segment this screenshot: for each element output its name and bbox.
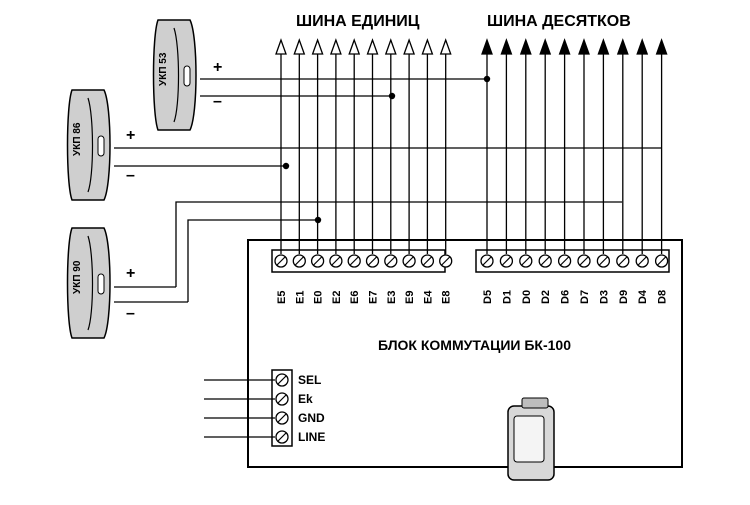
units-bus: E5 E1 E0 E2 E6 E7 E3 E9 E4 E8: [274, 38, 453, 304]
ukp86-minus: –: [126, 167, 135, 184]
tens-terminal-label: D6: [560, 290, 572, 304]
tens-arrow: [500, 38, 513, 55]
handset-ukp53: УКП 53: [152, 19, 197, 131]
units-arrow: [329, 38, 342, 55]
units-terminal-label: E6: [349, 291, 361, 304]
tens-arrow: [655, 38, 668, 55]
side-terminal-label: SEL: [298, 373, 321, 387]
tens-screw-slot: [637, 256, 647, 266]
tens-arrow: [539, 38, 552, 55]
tens-screw-slot: [598, 256, 608, 266]
side-terminal-label: LINE: [298, 430, 325, 444]
tens-arrow: [597, 38, 610, 55]
tens-screw-slot: [579, 256, 589, 266]
ukp53-plus: +: [213, 59, 222, 76]
units-arrow: [293, 38, 306, 55]
side-terminal-label: GND: [298, 411, 325, 425]
units-screw-slot: [404, 256, 414, 266]
units-terminal-label: E7: [368, 291, 380, 304]
tens-arrow: [519, 38, 532, 55]
units-terminal-label: E8: [441, 291, 453, 304]
tens-arrow: [558, 38, 571, 55]
switching-block: [247, 239, 683, 468]
bus-units-title: ШИНА ЕДИНИЦ: [296, 13, 420, 30]
units-screw-slot: [441, 256, 451, 266]
ukp90-plus: +: [126, 265, 135, 282]
handset-ukp90: УКП 90: [66, 227, 111, 339]
handset-ukp90-label: УКП 90: [72, 260, 83, 294]
units-screw-slot: [276, 256, 286, 266]
tens-terminal-label: D8: [657, 290, 669, 304]
units-terminal-label: E3: [386, 291, 398, 304]
side-terminal-label: Ek: [298, 392, 313, 406]
tens-screw-slot: [560, 256, 570, 266]
side-screw-slot: [277, 413, 287, 423]
tens-screw-slot: [657, 256, 667, 266]
units-terminal-label: E0: [313, 291, 325, 304]
units-screw-slot: [368, 256, 377, 266]
tens-screw-slot: [482, 256, 492, 266]
units-arrow: [439, 38, 452, 55]
tens-screw-slot: [540, 256, 550, 266]
handset-ukp86: УКП 86: [66, 89, 111, 201]
ukp90-minus: –: [126, 305, 135, 322]
tens-arrow: [481, 38, 493, 55]
device-module: [507, 397, 555, 481]
side-screw-slot: [277, 432, 287, 442]
units-terminal-label: E1: [294, 291, 306, 304]
units-arrow: [384, 38, 397, 55]
units-screw-slot: [386, 256, 396, 266]
tens-screw-slot: [501, 256, 511, 266]
units-screw-slot: [349, 256, 359, 266]
handset-wires: [114, 78, 662, 303]
units-screw-slot: [313, 256, 323, 266]
units-screw-slot: [294, 256, 304, 266]
tens-screw-slot: [618, 256, 628, 266]
tens-terminal-label: D0: [521, 290, 533, 304]
tens-screw-slot: [521, 256, 531, 266]
tens-terminal-label: D3: [598, 290, 610, 304]
side-screw-slot: [277, 394, 287, 404]
junction-dots: [282, 75, 491, 224]
units-arrow: [348, 38, 361, 55]
tens-terminal-label: D7: [579, 290, 591, 304]
ukp53-minus: –: [213, 93, 222, 110]
bus-tens-title: ШИНА ДЕСЯТКОВ: [487, 13, 631, 30]
tens-terminal-label: D2: [540, 290, 552, 304]
handset-ukp53-label: УКП 53: [158, 52, 169, 86]
units-arrow: [275, 38, 287, 55]
side-terminal-strip: [271, 369, 293, 447]
block-title: БЛОК КОММУТАЦИИ БК-100: [378, 337, 571, 353]
units-terminal-label: E2: [331, 291, 343, 304]
tens-terminal-label: D4: [637, 289, 649, 304]
tens-arrow: [636, 38, 649, 55]
ukp86-plus: +: [126, 127, 135, 144]
tens-arrow: [578, 38, 590, 55]
units-screw-slot: [422, 256, 432, 266]
units-screw-slot: [331, 256, 341, 266]
handset-ukp86-label: УКП 86: [72, 122, 83, 156]
tens-bus: D5 D1 D0 D2 D6 D7 D3 D9 D4 D8: [480, 38, 669, 304]
units-arrow: [366, 38, 379, 55]
units-terminal-label: E4: [422, 290, 434, 304]
tens-terminal-label: D9: [618, 290, 630, 304]
units-arrow: [421, 38, 434, 55]
tens-terminal-label: D1: [501, 290, 513, 304]
tens-arrow: [616, 38, 629, 55]
units-terminal-label: E5: [276, 291, 288, 304]
units-terminal-label: E9: [404, 291, 416, 304]
side-screw-slot: [277, 375, 287, 385]
tens-terminal-label: D5: [482, 290, 494, 304]
units-arrow: [311, 38, 324, 55]
units-arrow: [403, 38, 416, 55]
